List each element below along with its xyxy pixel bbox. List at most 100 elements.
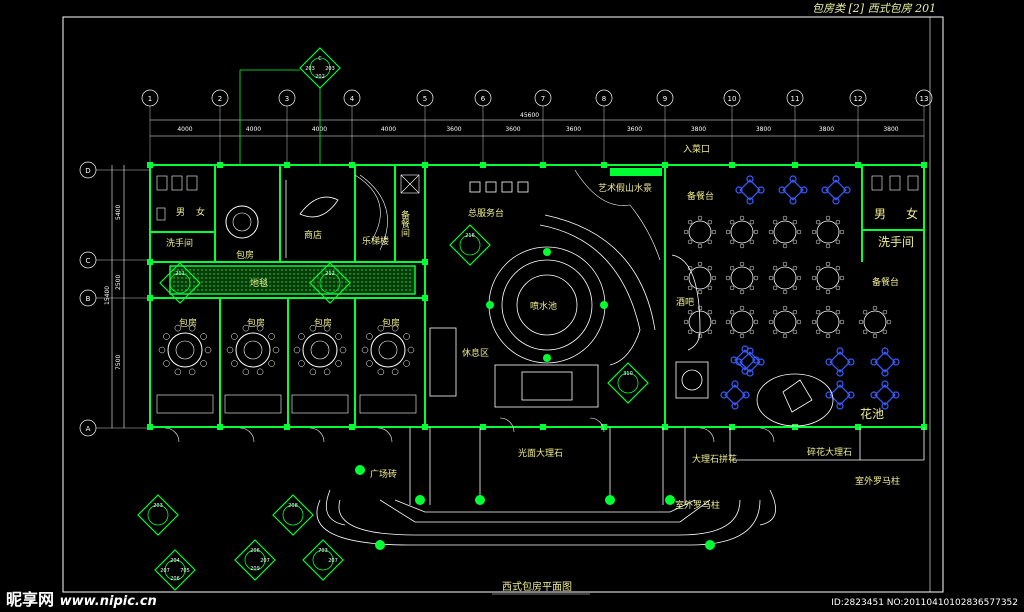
chair xyxy=(231,360,238,367)
chair xyxy=(204,346,212,354)
grid-col-label: 11 xyxy=(791,95,800,103)
chair xyxy=(782,289,788,295)
grid-col-label: 12 xyxy=(854,95,863,103)
svg-text:206: 206 xyxy=(170,576,180,582)
svg-text:211: 211 xyxy=(175,271,185,277)
chair xyxy=(256,368,264,376)
column-square xyxy=(540,162,546,168)
chair xyxy=(200,360,207,367)
chair xyxy=(242,324,250,332)
blue-table xyxy=(720,380,750,410)
dining-table xyxy=(773,266,797,290)
chair xyxy=(697,243,703,249)
column-square xyxy=(217,424,223,430)
grid-col-label: 6 xyxy=(481,95,486,103)
svg-text:C: C xyxy=(318,56,322,62)
round-table xyxy=(235,332,271,368)
column-square xyxy=(147,259,153,265)
column-square xyxy=(147,424,153,430)
chair xyxy=(815,265,821,271)
column-square xyxy=(601,424,607,430)
female-label-left: 女 xyxy=(196,206,205,218)
marble-flower-label: 大理石拼花 xyxy=(692,453,737,465)
column-square xyxy=(662,424,668,430)
column-dimension: 4000 xyxy=(381,126,396,133)
escalator-label: 乐梯楼 xyxy=(362,235,389,247)
door-arc xyxy=(377,427,393,443)
fountain-dots xyxy=(486,248,608,362)
chair xyxy=(268,360,275,367)
chair xyxy=(753,229,759,235)
door-arc xyxy=(164,427,180,443)
chair xyxy=(739,215,745,221)
chair xyxy=(862,329,868,335)
chair xyxy=(835,309,841,315)
sofa xyxy=(359,394,417,414)
chair xyxy=(687,285,693,291)
chair xyxy=(739,289,745,295)
chair xyxy=(749,265,755,271)
svg-text:216: 216 xyxy=(465,233,475,239)
washroom-label-right: 洗手间 xyxy=(878,235,914,249)
chair xyxy=(825,215,831,221)
chair xyxy=(309,368,317,376)
column-square xyxy=(217,162,223,168)
chair xyxy=(749,219,755,225)
door-arc xyxy=(759,427,775,443)
chair xyxy=(815,285,821,291)
dining-table xyxy=(688,266,712,290)
chair xyxy=(815,329,821,335)
chair xyxy=(174,324,182,332)
chair xyxy=(407,346,415,354)
round-column xyxy=(355,465,365,475)
building-walls xyxy=(149,164,925,428)
shop-area xyxy=(285,180,339,258)
column-dimension: 3600 xyxy=(505,126,520,133)
watermark-site: www.nipic.cn xyxy=(59,594,157,609)
svg-text:202: 202 xyxy=(315,74,325,80)
column-square xyxy=(422,295,428,301)
chair xyxy=(256,324,264,332)
chair xyxy=(772,219,778,225)
column-square xyxy=(921,162,927,168)
chair xyxy=(687,219,693,225)
column-dimension: 4000 xyxy=(177,126,192,133)
column-dimension: 3600 xyxy=(627,126,642,133)
dining-table xyxy=(816,266,840,290)
blue-table xyxy=(825,380,855,410)
svg-text:208: 208 xyxy=(288,503,298,509)
blue-table xyxy=(821,175,851,205)
chair xyxy=(858,319,864,325)
chair xyxy=(158,346,166,354)
blue-table xyxy=(730,345,760,375)
column-square xyxy=(422,162,428,168)
chair xyxy=(782,215,788,221)
chair xyxy=(792,219,798,225)
section-tag: 212 xyxy=(309,262,351,304)
chair xyxy=(862,309,868,315)
door-arc xyxy=(499,417,515,433)
chair xyxy=(725,275,731,281)
female-label-right: 女 xyxy=(906,206,918,221)
column-dimension: 4000 xyxy=(246,126,261,133)
chair xyxy=(772,265,778,271)
column-dimension: 3800 xyxy=(819,126,834,133)
round-column xyxy=(665,495,675,505)
sofa xyxy=(291,394,349,414)
door-arc xyxy=(589,417,605,433)
chair xyxy=(782,261,788,267)
grid-col-label: 3 xyxy=(285,95,289,103)
door-arc xyxy=(699,427,715,443)
plaza-brick-label: 广场砖 xyxy=(370,468,397,480)
chair xyxy=(739,305,745,311)
chair xyxy=(739,261,745,267)
marble-label: 光面大理石 xyxy=(518,447,563,459)
chair xyxy=(839,319,845,325)
exterior-columns xyxy=(355,465,715,550)
structural-columns xyxy=(147,162,927,430)
chair xyxy=(188,324,196,332)
